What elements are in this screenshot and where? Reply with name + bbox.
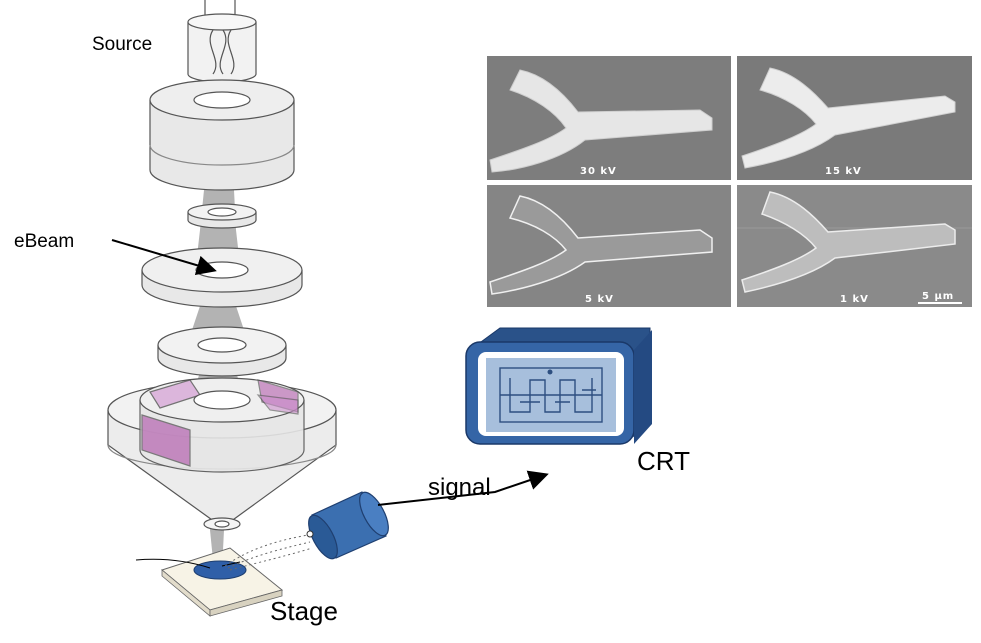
sample-stage [135, 547, 284, 617]
source-label: Source [92, 34, 153, 55]
crt-screen-pattern [499, 367, 603, 423]
ebeam-label: eBeam [14, 231, 75, 252]
micrograph-grid: 30 kV 15 kV 5 kV 1 kV 5 µm [487, 56, 972, 307]
scan-coil-left [141, 414, 191, 467]
micrograph-1kv: 1 kV 5 µm [737, 185, 972, 307]
stage-label: Stage [270, 596, 338, 626]
micrograph-label: 5 kV [585, 294, 614, 305]
micrograph-label: 15 kV [825, 166, 862, 177]
aperture-ring-2 [157, 326, 287, 377]
scale-bar-label: 5 µm [922, 291, 954, 302]
detector-icon [306, 491, 389, 560]
secondary-electron-paths [224, 534, 313, 571]
arrow-icon [111, 239, 217, 276]
micrograph-5kv: 5 kV [487, 185, 731, 307]
crt-label: CRT [637, 446, 690, 476]
condenser-lens-2 [141, 247, 303, 308]
condenser-lens-1 [149, 79, 295, 191]
scan-coil-right-inner [256, 394, 299, 415]
micrograph-label: 30 kV [580, 166, 617, 177]
signal-arrow [377, 470, 549, 506]
electron-beam [192, 78, 244, 570]
micrograph-label: 1 kV [840, 294, 869, 305]
crt-monitor-icon [465, 327, 652, 445]
micrograph-15kv: 15 kV [737, 56, 972, 180]
electron-source-icon [187, 0, 257, 83]
aperture-ring-1 [187, 203, 257, 229]
signal-label: signal [428, 474, 491, 501]
micrograph-30kv: 30 kV [487, 56, 731, 180]
objective-lens [107, 377, 337, 531]
